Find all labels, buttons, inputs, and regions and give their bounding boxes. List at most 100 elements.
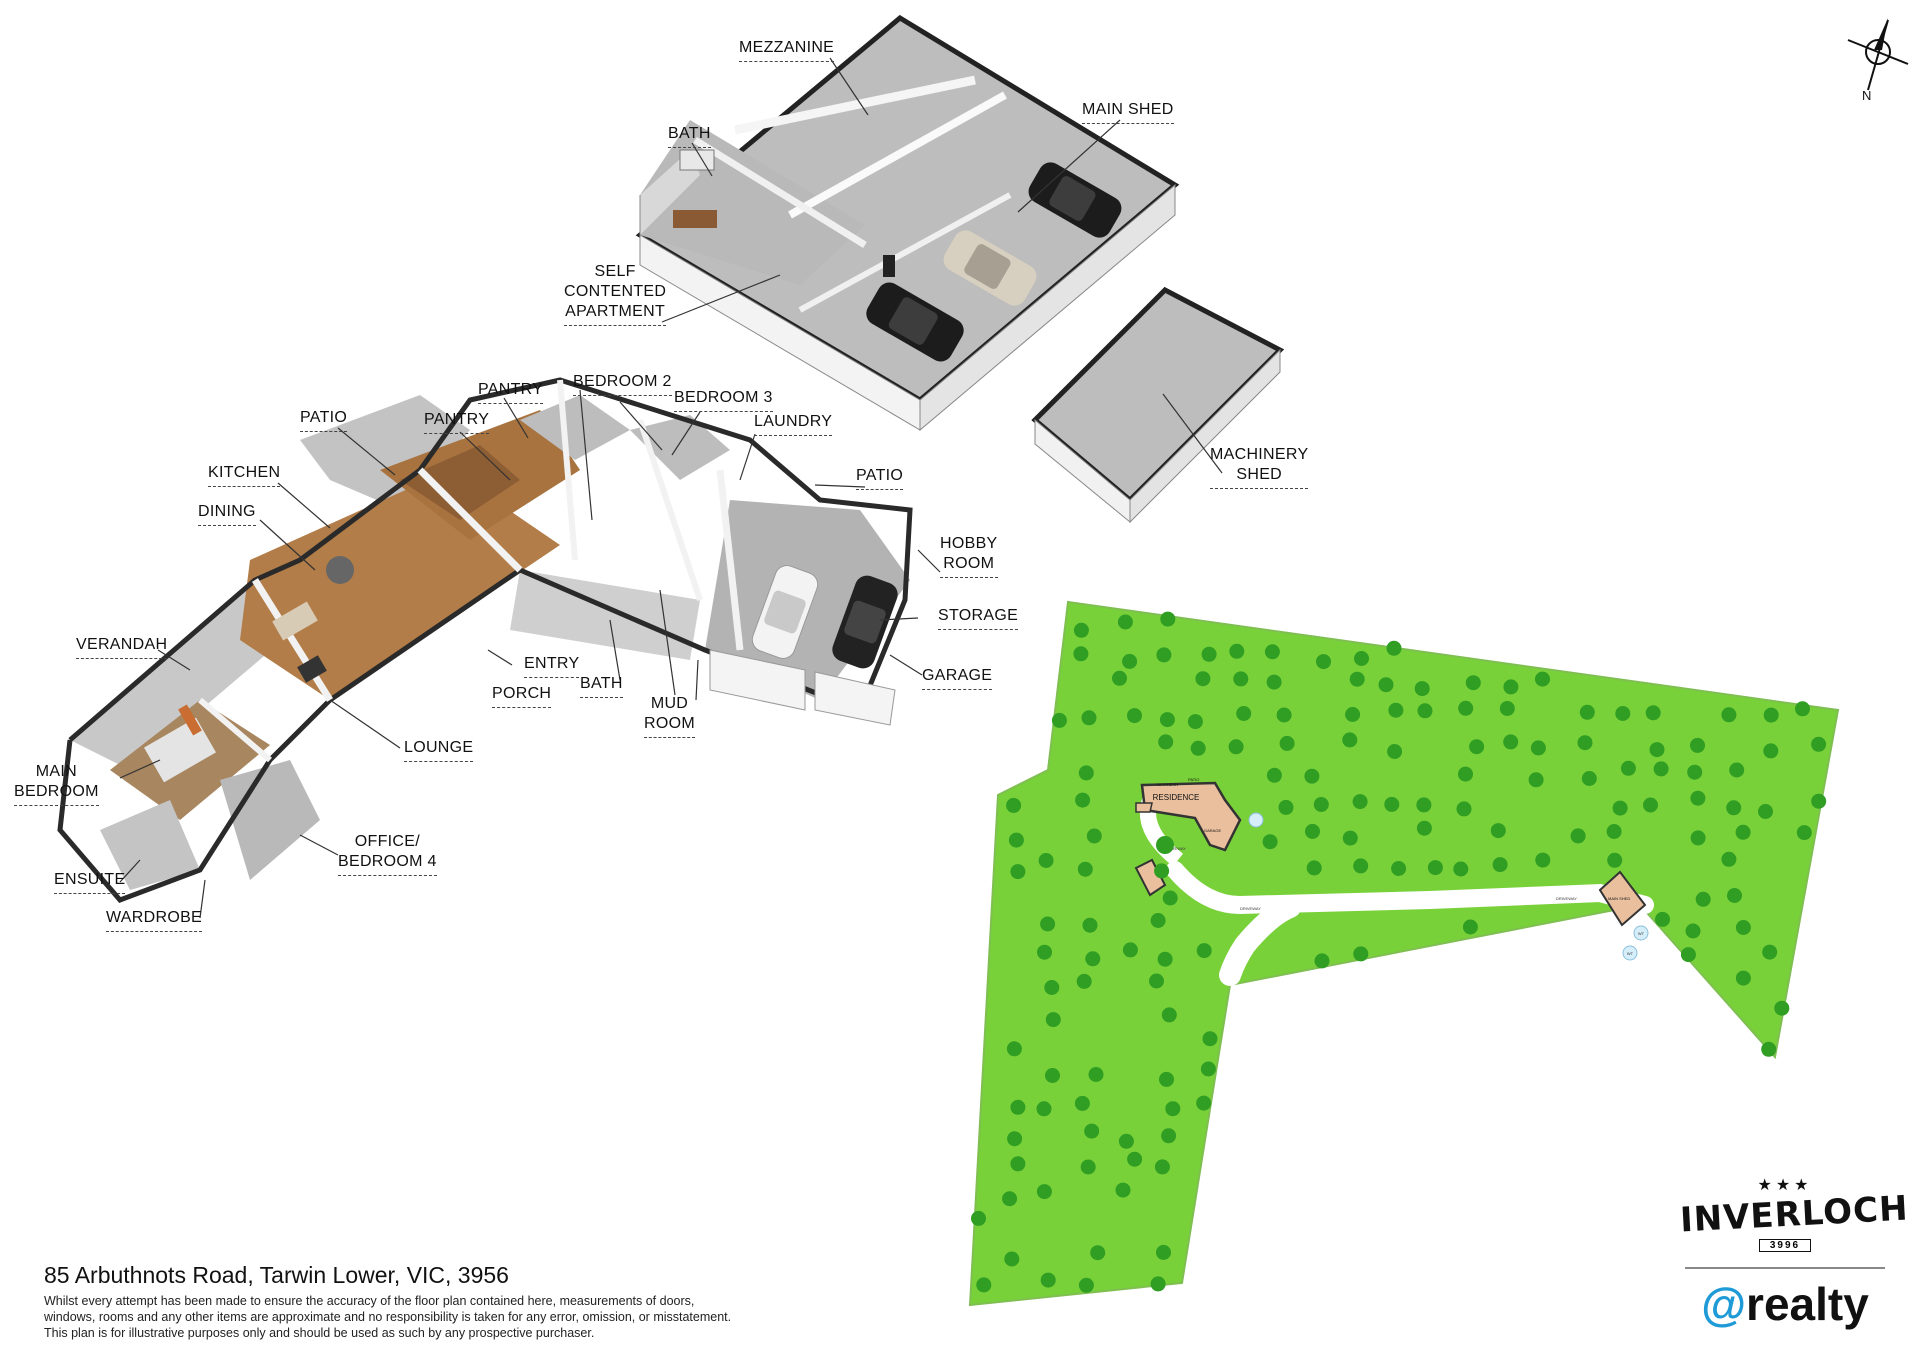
tree-icon [1386,640,1402,656]
tree-icon [1570,828,1586,844]
tree-icon [1796,825,1812,841]
tree-icon [1076,973,1092,989]
tree-icon [971,1210,986,1226]
tree-icon [1762,944,1778,960]
label-bath-upper: BATH [668,124,711,148]
tree-icon [1811,736,1827,752]
tree-icon [1354,651,1369,666]
label-wardrobe: WARDROBE [106,908,203,932]
label-storage: STORAGE [938,606,1019,630]
tree-icon [1453,861,1469,877]
tree-icon [1690,737,1705,753]
tree-icon [1758,804,1773,819]
tree-icon [1416,797,1432,813]
site-main-shed: MAIN SHED [1598,870,1647,927]
tree-icon [1150,1276,1166,1292]
site-verandah-label: VERANDAH [1156,782,1178,787]
label-laundry: LAUNDRY [754,412,833,436]
tree-icon [1726,800,1742,816]
tree-icon [1417,703,1433,719]
tree-icon [1156,647,1172,663]
tree-icon [1040,1272,1056,1288]
tree-icon [1384,796,1400,812]
tree-icon [1353,858,1369,874]
compass-north-label: N [1862,88,1872,103]
label-dining: DINING [198,502,256,526]
tree-icon [1161,1128,1177,1144]
tree-icon [1577,735,1593,751]
tree-icon [1490,823,1506,839]
tree-icon [1262,834,1278,850]
tree-icon [1304,768,1320,784]
tree-icon [1774,1000,1790,1016]
tree-icon [1615,706,1631,721]
tree-icon [1162,890,1178,906]
tree-icon [1010,864,1026,880]
tree-icon [1154,863,1170,879]
disclaimer-line: Whilst every attempt has been made to en… [44,1294,695,1308]
tree-icon [1196,943,1212,959]
tree-icon [1721,707,1737,723]
site-driveway-label-2: DRIVEWAY [1240,906,1261,911]
tree-icon [1036,1184,1052,1200]
tree-icon [1078,1277,1094,1293]
tree-icon [1157,951,1173,967]
tree-icon [1690,830,1706,846]
site-tank-label-2: WT [1627,951,1634,956]
tree-icon [1353,946,1369,962]
shed-building [635,14,1180,432]
site-tank-label-1: WT [1638,931,1645,936]
tree-icon [1264,644,1280,660]
label-kitchen: KITCHEN [208,463,281,487]
site-residence: RESIDENCE VERANDAH PATIO GARAGE [1135,777,1242,852]
tree-icon [1008,832,1024,848]
tree-icon [1156,1244,1171,1260]
tree-icon [1190,740,1206,756]
label-lounge: LOUNGE [404,738,474,762]
north-arrow-icon [1847,18,1909,91]
tree-icon [1276,707,1292,723]
label-pantry-upper: PANTRY [478,380,544,404]
label-pantry-lower: PANTRY [424,410,490,434]
tree-icon [1074,1095,1090,1111]
footer: 85 Arbuthnots Road, Tarwin Lower, VIC, 3… [44,1262,844,1341]
site-patio-label: PATIO [1188,777,1199,782]
tree-icon [1078,765,1094,781]
site-water-tanks: WT WT [1622,925,1649,961]
tree-icon [1695,891,1711,907]
tree-icon [1685,923,1701,939]
site-plan: RESIDENCE VERANDAH PATIO GARAGE MAIN SHE… [968,600,1840,1307]
tree-icon [1149,973,1164,989]
tree-icon [1729,762,1745,778]
tree-icon [1236,706,1252,721]
tree-icon [1010,1099,1026,1115]
tree-icon [1088,1067,1104,1082]
tree-icon [1316,654,1331,670]
tree-icon [1535,671,1550,687]
brand-divider [1685,1267,1885,1269]
tree-icon [1503,734,1519,750]
tree-icon [1530,740,1546,756]
tree-icon [1202,1031,1218,1047]
label-patio-right: PATIO [856,466,904,490]
residence [57,377,913,903]
tree-icon [1342,732,1358,748]
tree-icon [976,1277,992,1293]
tree-icon [1528,772,1544,788]
tree-icon [1342,830,1358,846]
tree-icon [1080,1159,1096,1175]
tree-icon [1086,828,1102,844]
tree-icon [1115,1182,1131,1198]
tree-canopy [971,611,1827,1293]
label-patio-left: PATIO [300,408,348,432]
stars-icon: ★★★ [1757,1177,1813,1194]
tree-icon [1002,1191,1018,1207]
tree-icon [1645,705,1661,721]
label-bath-lower: BATH [580,674,623,698]
tree-icon [1073,622,1089,638]
tree-icon [1154,1159,1170,1175]
